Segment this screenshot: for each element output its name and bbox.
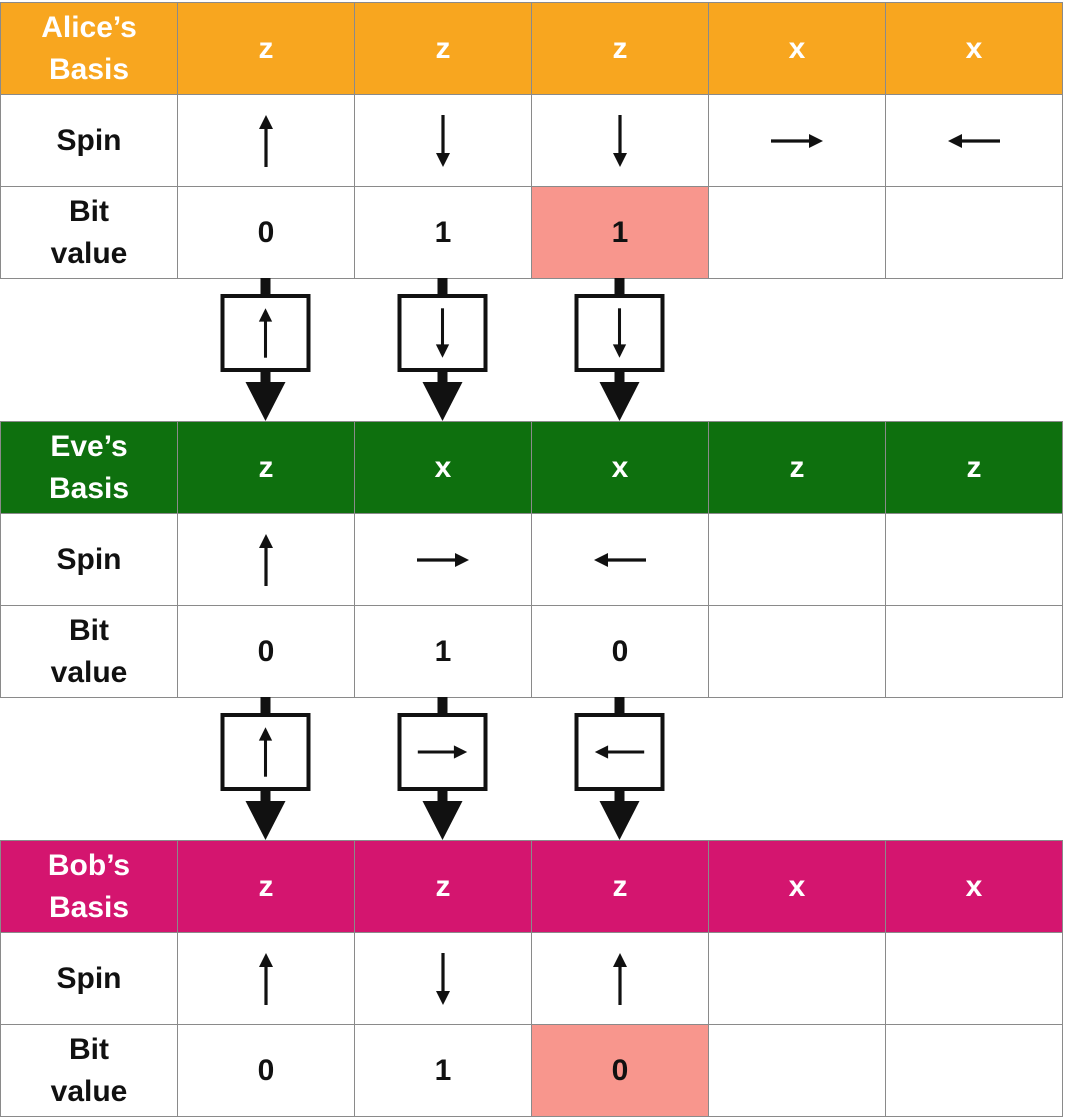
photon-transfer-right [397,697,488,840]
bit-label-line1: Bit [69,613,109,647]
spin-cell [177,932,355,1025]
bit-cell: 0 [531,605,709,698]
spin-down-arrow-icon [436,952,450,1005]
bit-cell [885,1024,1063,1117]
photon-up-arrow-icon [258,727,273,777]
bit-cell: 1 [354,605,532,698]
basis-cell: x [885,840,1063,933]
photon-left-arrow-icon [594,745,645,759]
spin-cell [354,94,532,187]
spin-cell [885,932,1063,1025]
spin-label: Spin [0,513,178,606]
photon-transfer-left [574,697,665,840]
photon-right-arrow-icon [417,745,468,759]
bit-label-line1: Bit [69,1032,109,1066]
spin-cell [177,513,355,606]
spin-cell [885,513,1063,606]
bit-cell: 0 [177,186,355,279]
down-arrowhead-icon [422,801,463,840]
basis-label-line2: Basis [48,890,130,924]
bit-cell [885,186,1063,279]
spin-down-arrow-icon [613,114,627,167]
basis-cell: x [885,2,1063,95]
bit-label-line2: value [50,655,128,689]
bit-cell: 0 [177,1024,355,1117]
spin-left-arrow-icon [594,552,646,567]
spin-up-arrow-icon [259,952,273,1005]
basis-cell: z [177,840,355,933]
bit-cell [708,605,886,698]
basis-cell: z [531,840,709,933]
bit-cell-mismatch: 0 [531,1024,709,1117]
bob-spin-row: Spin [0,932,1063,1025]
down-arrowhead-icon [245,801,286,840]
bit-label-line2: value [50,236,128,270]
basis-label-line2: Basis [48,52,130,86]
spin-right-arrow-icon [771,133,823,148]
basis-label-line1: Eve’s [50,429,128,463]
bit-cell [708,1024,886,1117]
bit-label-line1: Bit [69,194,109,228]
spin-right-arrow-icon [417,552,469,567]
spin-left-arrow-icon [948,133,1000,148]
bit-cell: 1 [354,1024,532,1117]
photon-up-arrow-icon [258,308,273,358]
spin-cell [708,513,886,606]
bit-value-label: Bit value [0,605,178,698]
alice-spin-row: Spin [0,94,1063,187]
bit-value-label: Bit value [0,186,178,279]
basis-cell: z [354,840,532,933]
bit-cell [885,605,1063,698]
spin-cell [708,932,886,1025]
basis-label-line1: Alice’s [41,10,137,44]
photon-down-arrow-icon [435,308,450,358]
spin-cell [354,932,532,1025]
bit-value-label: Bit value [0,1024,178,1117]
eve-spin-row: Spin [0,513,1063,606]
bit-cell: 1 [354,186,532,279]
basis-cell: z [885,421,1063,514]
down-arrowhead-icon [245,382,286,421]
spin-up-arrow-icon [613,952,627,1005]
photon-down-arrow-icon [612,308,627,358]
bit-label-line2: value [50,1074,128,1108]
basis-label-line1: Bob’s [47,848,131,882]
spin-up-arrow-icon [259,114,273,167]
bit-cell-mismatch: 1 [531,186,709,279]
spin-label: Spin [0,932,178,1025]
spin-cell [708,94,886,187]
down-arrowhead-icon [599,382,640,421]
spin-down-arrow-icon [436,114,450,167]
down-arrowhead-icon [422,382,463,421]
bit-cell [708,186,886,279]
basis-label-line2: Basis [48,471,130,505]
basis-cell: z [177,421,355,514]
bit-cell: 0 [177,605,355,698]
spin-cell [177,94,355,187]
down-arrowhead-icon [599,801,640,840]
spin-up-arrow-icon [259,533,273,586]
spin-label: Spin [0,94,178,187]
